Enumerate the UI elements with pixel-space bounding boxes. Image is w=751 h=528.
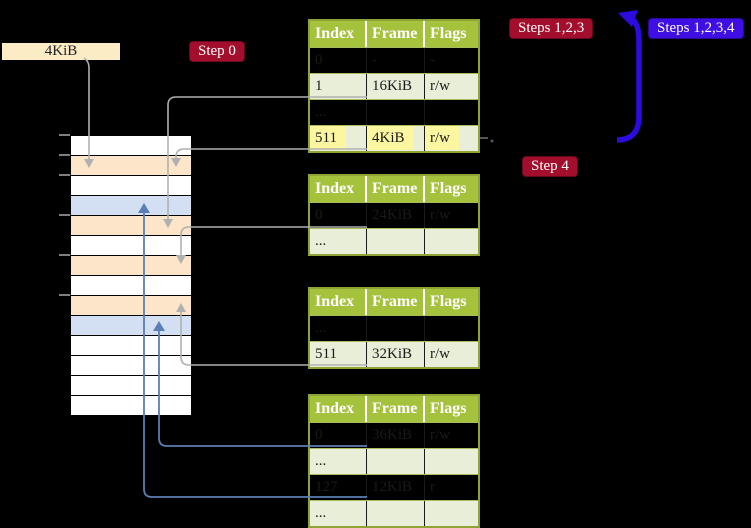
memory-tick [59,294,70,296]
memory-row-white [71,376,191,396]
table-row: ... [310,448,478,474]
memory-column [70,135,192,416]
memory-row-white [71,176,191,196]
table-header-cell: Frame [367,21,425,47]
table-cell: 12KiB [367,475,425,500]
memory-tick [59,134,70,136]
step-0-badge: Step 0 [189,41,245,62]
table-cell: 511 [310,342,367,367]
table-cell: r/w [430,427,450,443]
table-cell [367,100,425,125]
table-cell: ... [310,100,367,125]
memory-row-white [71,396,191,415]
memory-row-white [71,136,191,156]
memory-row-white [71,356,191,376]
table-cell: 1 [310,74,367,99]
table-header-cell: Flags [430,400,467,417]
table-cell: r [430,479,435,495]
table-row: ... [310,99,478,125]
table-cell: r/w [425,126,478,151]
table-cell [425,449,478,474]
table-row: ... [310,228,478,254]
table-cell: ... [310,229,367,254]
memory-tick [59,214,70,216]
table-header-cell: Flags [430,25,467,42]
table-cell: ... [310,449,367,474]
table-cell: 36KiB [367,423,425,448]
memory-tick [59,254,70,256]
table-header-cell: Index [310,289,367,315]
table-header-cell: Frame [367,396,425,422]
memory-tick [59,174,70,176]
highlighted-value: 4KiB [367,126,414,150]
memory-row-white [71,236,191,256]
memory-row-orange [71,296,191,316]
table-cell: ... [310,316,367,341]
memory-row-orange [71,256,191,276]
table-cell [367,449,425,474]
table-row: ... [310,500,478,526]
memory-row-white [71,336,191,356]
table-cell [367,501,425,526]
highlighted-value: 511 [310,126,346,150]
table-cell: 511 [310,126,367,151]
table-cell: 4KiB [367,126,425,151]
table-cell: 127 [310,475,367,500]
memory-tick [59,154,70,156]
memory-row-blue [71,316,191,336]
table-cell: r/w [430,346,450,362]
table-cell [367,316,425,341]
memory-row-white [71,276,191,296]
table-row: 0-- [310,47,478,73]
table-cell [425,501,478,526]
table-cell: ... [310,501,367,526]
highlighted-value: r/w [425,126,459,150]
recursive-loop-arrow [616,10,642,143]
table-header-cell: Index [310,21,367,47]
steps-1234-badge: Steps 1,2,3,4 [648,18,744,39]
table-cell: 16KiB [367,74,425,99]
row511-dash [480,137,494,143]
table-cell: r/w [430,78,450,94]
table-cell [425,100,478,125]
table-row: ... [310,315,478,341]
step-4-badge: Step 4 [522,156,578,177]
table-cell: 0 [310,48,367,73]
table-header-cell: Frame [367,176,425,202]
table-header-cell: Frame [367,289,425,315]
frame-address-label: 4KiB [2,43,120,60]
table-cell: - [430,52,435,68]
table-header-cell: Flags [430,180,467,197]
table-cell: - [367,48,425,73]
table-cell: r/w [430,207,450,223]
table-cell [425,316,478,341]
memory-row-orange [71,156,191,176]
table-header-cell: Flags [430,293,467,310]
memory-row-orange [71,216,191,236]
table-header-cell: Index [310,176,367,202]
steps-123-badge: Steps 1,2,3 [509,18,594,39]
table-cell [367,229,425,254]
table-cell: 24KiB [367,203,425,228]
table-row: 511 4KiB r/w [310,125,478,151]
table-cell: 0 [310,203,367,228]
table-cell [425,229,478,254]
memory-row-blue [71,196,191,216]
table-cell: 0 [310,423,367,448]
table-header-cell: Index [310,396,367,422]
table-cell: 32KiB [367,342,425,367]
